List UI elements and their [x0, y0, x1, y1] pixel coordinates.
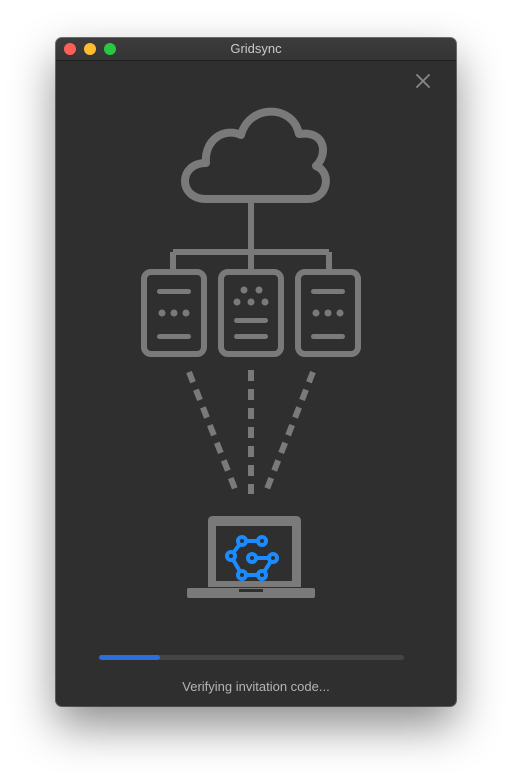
- status-message: Verifying invitation code...: [182, 679, 330, 694]
- window-zoom-button[interactable]: [104, 43, 116, 55]
- window-title: Gridsync: [230, 41, 282, 56]
- grid-illustration: [141, 107, 361, 598]
- server-icon: [218, 269, 284, 357]
- connection-beams: [186, 370, 316, 496]
- window-close-button[interactable]: [64, 43, 76, 55]
- close-icon[interactable]: [414, 72, 432, 90]
- progress-bar-fill: [99, 655, 160, 660]
- server-icon: [295, 269, 361, 357]
- gridsync-logo-icon: [225, 535, 279, 581]
- window-minimize-button[interactable]: [84, 43, 96, 55]
- laptop-icon: [187, 516, 315, 598]
- app-window: Gridsync: [56, 38, 456, 706]
- title-bar[interactable]: Gridsync: [56, 38, 456, 61]
- network-connectors: [170, 199, 332, 272]
- server-icon: [141, 269, 207, 357]
- cloud-icon: [181, 107, 330, 203]
- progress-bar: [99, 655, 404, 660]
